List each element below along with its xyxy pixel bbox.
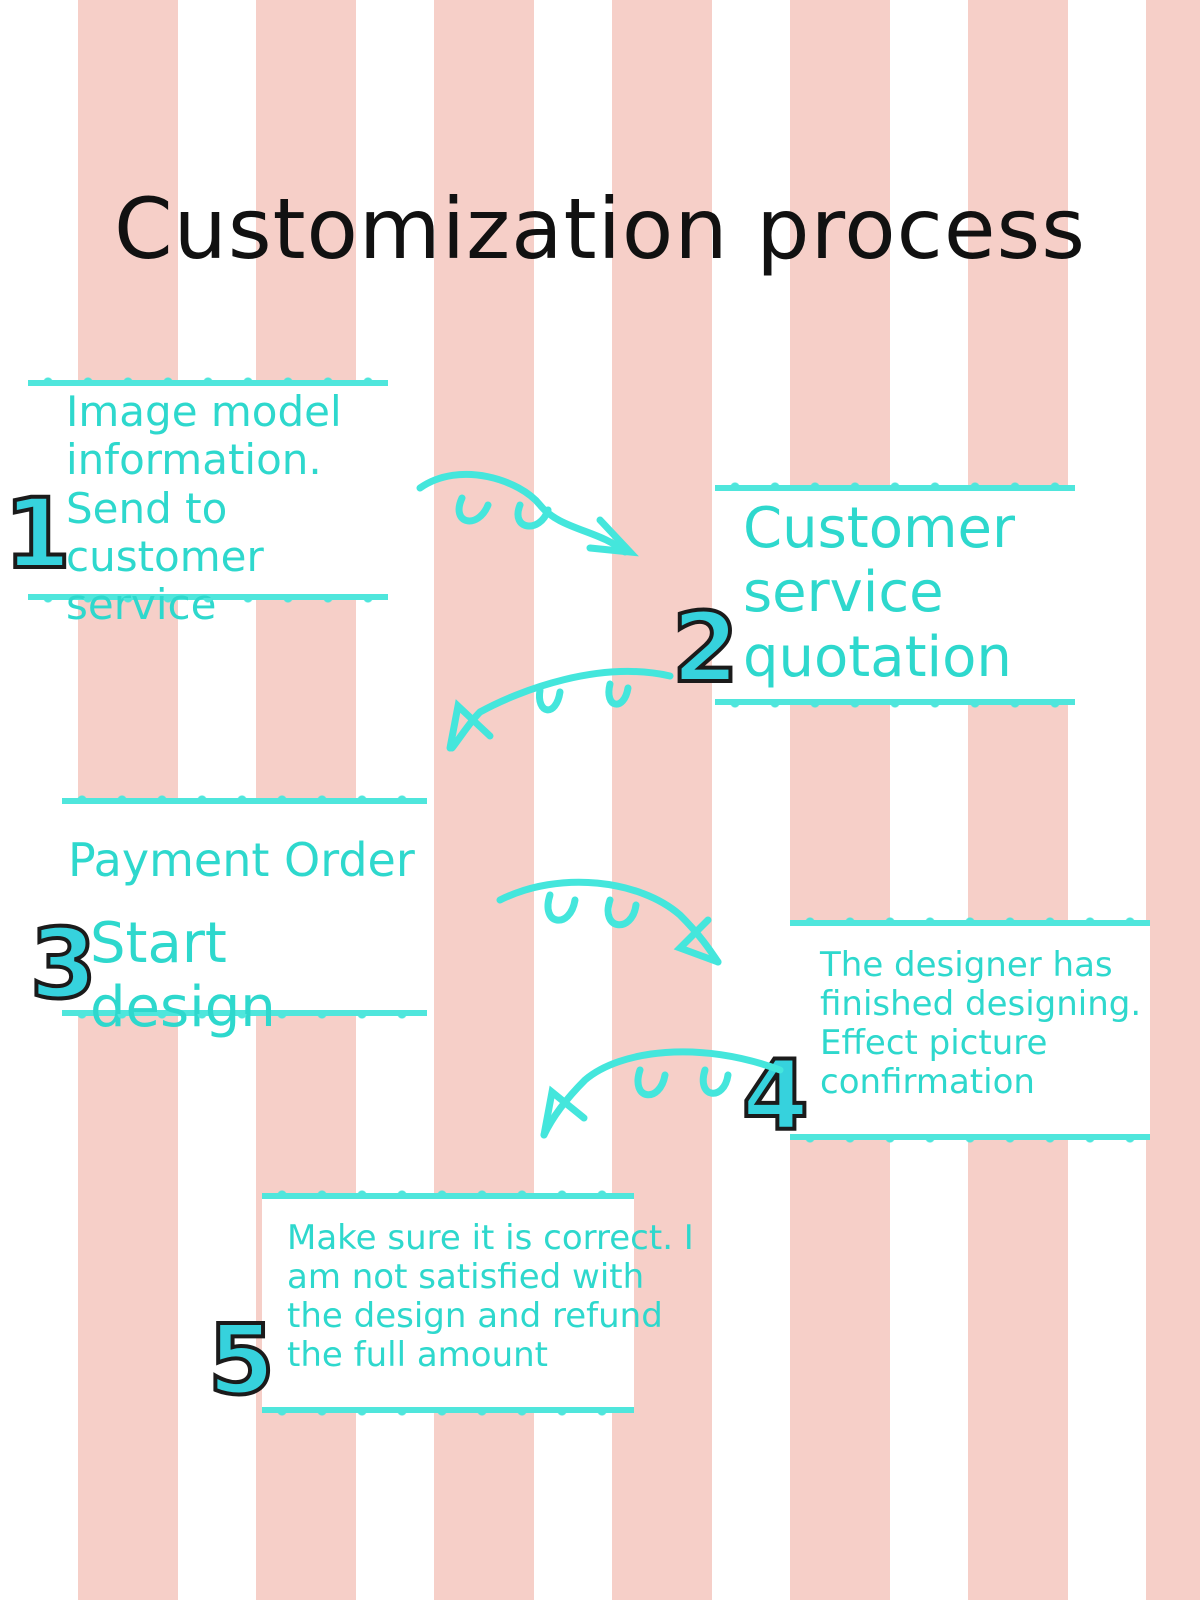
step-4-text: The designer has finished designing. Eff… (820, 945, 1142, 1103)
step-1-number: 1 (2, 476, 73, 592)
step-5-number: 5 (206, 1302, 277, 1418)
vine-border-decoration (28, 368, 388, 382)
loop-arrow-icon (416, 471, 639, 557)
step-2-text: Customer service quotation (743, 496, 1016, 690)
step-5-text: Make sure it is correct. I am not satisf… (287, 1218, 694, 1376)
step-3-line2: Start design (90, 911, 276, 1041)
step-1-card: Image model information. Send to custome… (28, 368, 388, 629)
page-title: Customization process (113, 180, 1087, 278)
loop-arrow-icon (446, 667, 674, 752)
step-2-card: Customer service quotation (715, 473, 1075, 717)
step-3-number: 3 (28, 906, 99, 1022)
step-5-card: Make sure it is correct. I am not satisf… (262, 1181, 694, 1425)
step-3-card: Payment Order Start design (62, 786, 427, 1040)
vine-border-decoration (715, 473, 1075, 487)
vine-border-decoration (790, 908, 1150, 922)
vine-border-decoration (262, 1181, 634, 1195)
vine-border-decoration (62, 786, 427, 800)
loop-arrow-icon (540, 1048, 784, 1139)
step-2-number: 2 (670, 590, 741, 706)
step-4-card: The designer has finished designing. Eff… (790, 908, 1150, 1152)
loop-arrow-icon (496, 878, 722, 966)
step-3-line1: Payment Order (68, 833, 415, 887)
